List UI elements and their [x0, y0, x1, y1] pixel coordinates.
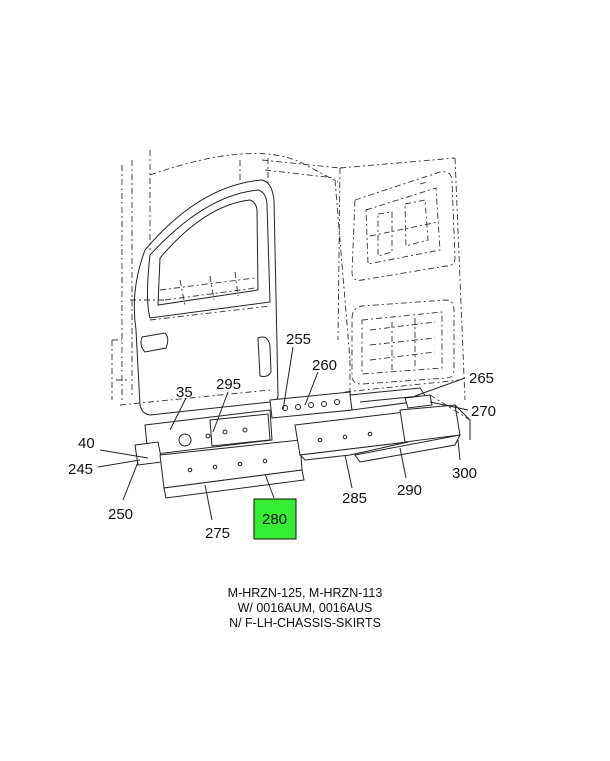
callout-300[interactable]: 300 [452, 465, 477, 482]
callout-255[interactable]: 255 [286, 331, 311, 348]
callout-245[interactable]: 245 [68, 461, 93, 478]
callout-260[interactable]: 260 [312, 357, 337, 374]
callout-40[interactable]: 40 [78, 435, 95, 452]
lower-window [351, 299, 455, 385]
callout-270[interactable]: 270 [471, 403, 496, 420]
upper-window [351, 171, 456, 281]
callout-290[interactable]: 290 [397, 482, 422, 499]
callout-275[interactable]: 275 [205, 525, 230, 542]
cab-outline [111, 150, 466, 401]
callout-280[interactable]: 280 [262, 511, 287, 528]
highlight-box-280 [253, 498, 297, 540]
caption-line-3: N/ F-LH-CHASSIS-SKIRTS [229, 616, 381, 630]
callout-265[interactable]: 265 [469, 370, 494, 387]
diagram-caption: M-HRZN-125, M-HRZN-113 W/ 0016AUM, 0016A… [0, 586, 610, 631]
callout-285[interactable]: 285 [342, 490, 367, 507]
callout-35[interactable]: 35 [176, 384, 193, 401]
leader-lines [97, 346, 469, 521]
step-assembly [134, 387, 471, 499]
callout-295[interactable]: 295 [216, 376, 241, 393]
caption-line-2: W/ 0016AUM, 0016AUS [237, 601, 373, 615]
cab-door [116, 179, 279, 416]
callout-250[interactable]: 250 [108, 506, 133, 523]
caption-line-1: M-HRZN-125, M-HRZN-113 [227, 586, 383, 600]
